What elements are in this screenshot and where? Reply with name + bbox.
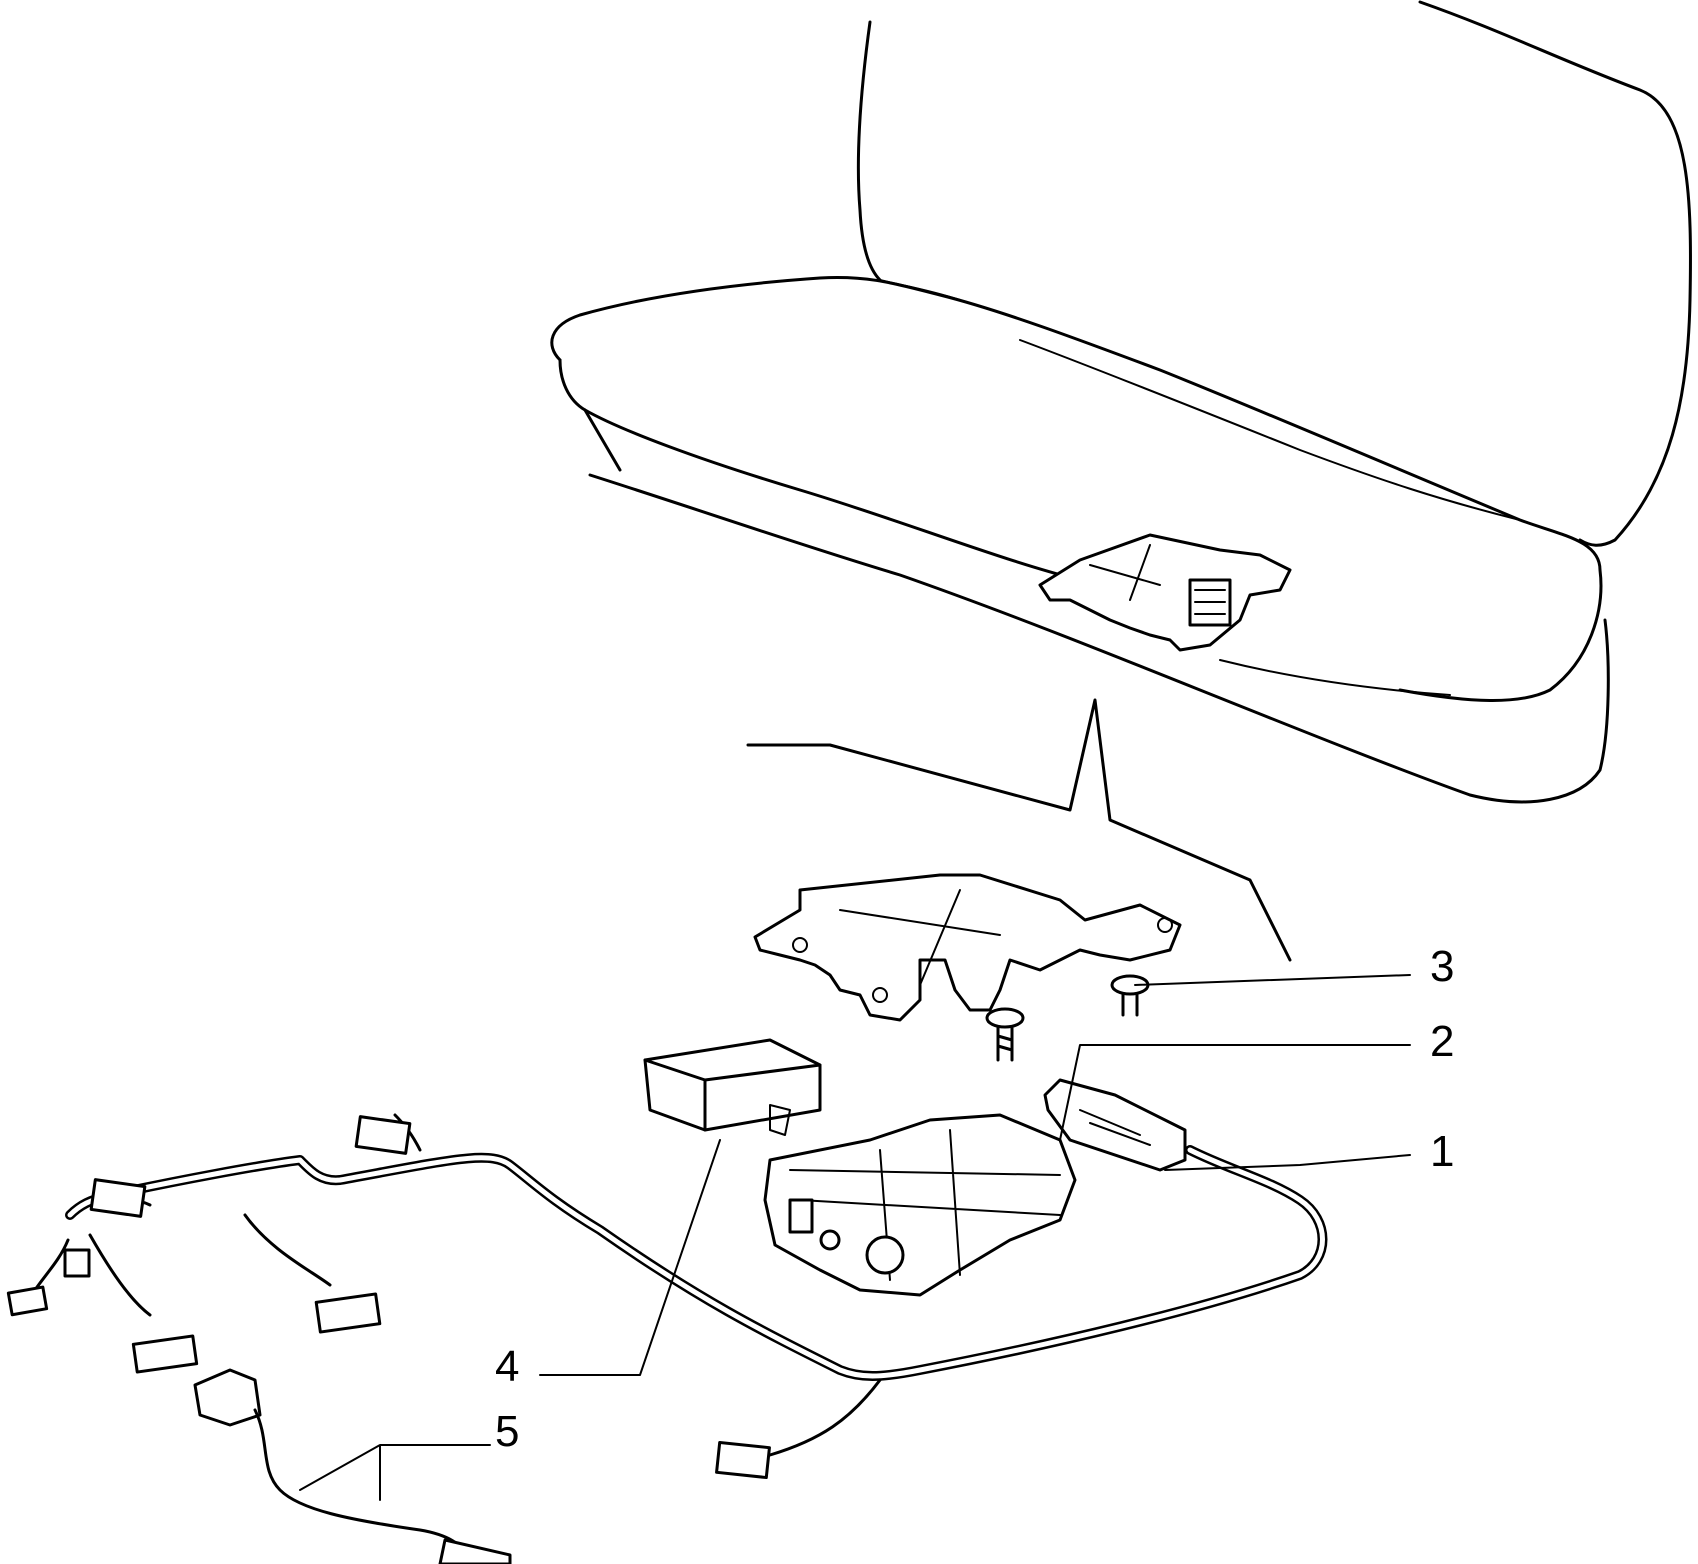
relay-module xyxy=(643,1038,822,1136)
callout-5: 5 xyxy=(495,1407,520,1456)
mounted-bracket xyxy=(1038,533,1292,652)
sensor-cable xyxy=(193,1368,512,1564)
main-bracket xyxy=(753,873,1182,1022)
leader-lines xyxy=(299,974,1411,1501)
callout-2: 2 xyxy=(1430,1017,1455,1066)
screw-left xyxy=(985,1007,1025,1062)
guide-lines xyxy=(746,698,1292,962)
callout-4: 4 xyxy=(495,1342,520,1391)
callout-3: 3 xyxy=(1430,942,1455,991)
seat-backrest xyxy=(856,0,1692,547)
branch-connectors xyxy=(6,1115,771,1480)
seat-cushion xyxy=(550,276,1610,804)
screw-right xyxy=(1110,974,1150,1017)
callout-1: 1 xyxy=(1430,1127,1455,1176)
control-unit xyxy=(763,1113,1077,1297)
harness-main-connector xyxy=(1043,1078,1187,1172)
